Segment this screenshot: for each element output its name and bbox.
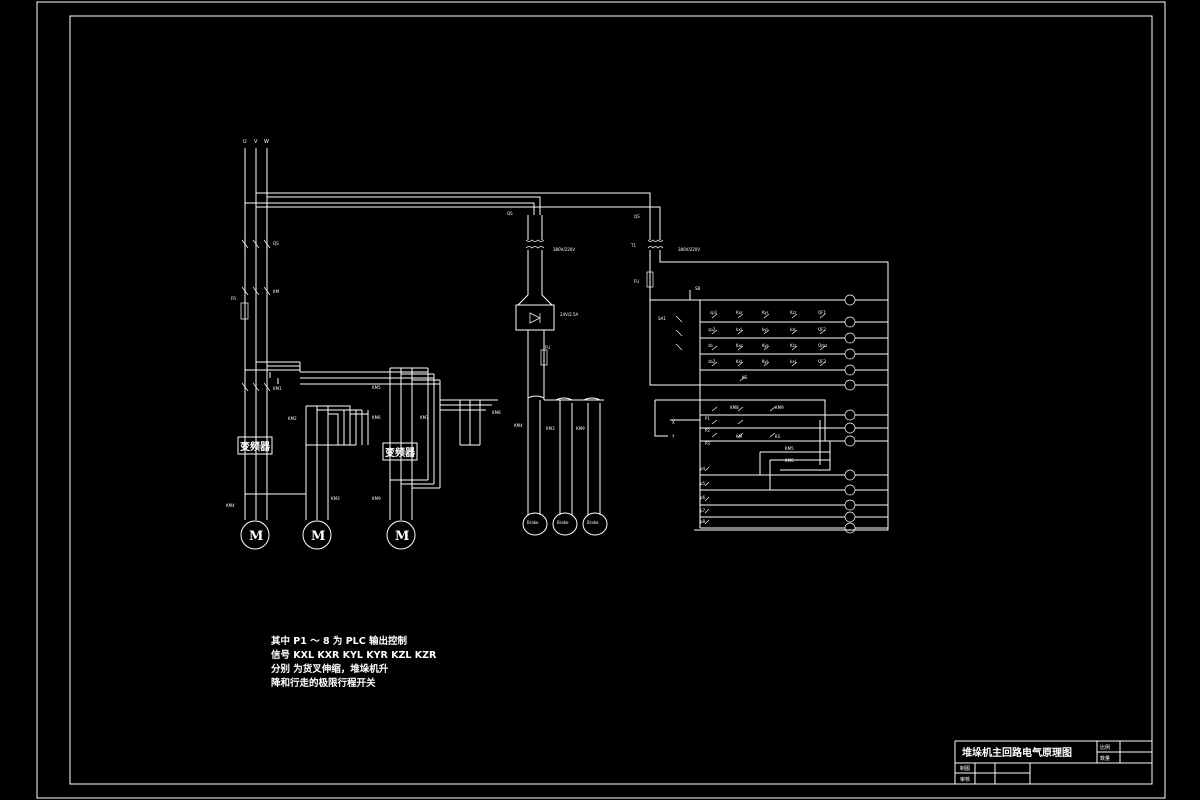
contactor-km5-label: KM5: [372, 385, 381, 390]
transformer-t1-primary: [527, 215, 543, 240]
svg-text:M: M: [249, 529, 263, 544]
brake-coil-1: Brake: [522, 512, 548, 536]
motor-2: M: [302, 520, 332, 550]
transformer-t1-rating: 380V/220V: [553, 247, 575, 252]
title-block: 堆垛机主回路电气原理图 比例 数量 制图 审核: [954, 740, 1152, 784]
svg-text:M: M: [395, 529, 409, 544]
note-line-2: 信号 KXL KXR KYL KYR KZL KZR: [271, 649, 437, 661]
dc-bus: [527, 330, 545, 515]
main-power-circuit: U V W QS KM FR KM1 变频器 KM4 KM2 KM3 KM5: [226, 139, 661, 550]
svg-text:Brake: Brake: [527, 520, 539, 525]
motor-2-label: KM3: [331, 496, 340, 501]
inner-border: [69, 15, 1153, 785]
title-block-scale-label: 比例: [1100, 744, 1110, 751]
title-block-qty-label: 数量: [1100, 755, 1110, 762]
control-supply: [650, 290, 701, 528]
phase-bus-lines: [244, 148, 268, 508]
transformer-t2-label: T1: [630, 243, 636, 248]
coils: [844, 294, 856, 534]
title-block-drawn-label: 制图: [960, 765, 970, 772]
rung-lines: [700, 299, 888, 529]
supply-taps: [245, 192, 661, 215]
motor-3: M: [386, 520, 416, 550]
brake-coil-3: Brake: [582, 512, 608, 536]
control-sa-label: SB: [695, 286, 701, 291]
rectifier-feed: [517, 250, 553, 306]
brake-km3-label: KM9: [576, 426, 585, 431]
phase-label-u: U: [243, 139, 247, 145]
control-bus: [649, 250, 889, 531]
svg-text:Brake: Brake: [587, 520, 599, 525]
rectifier-bridge: [515, 304, 555, 331]
rectifier-rating: 24V/2.5A: [560, 312, 579, 317]
transformer-t2-coils: [647, 239, 664, 249]
interlock-ladder: [654, 399, 831, 490]
control-selector: [675, 315, 683, 351]
inverter-1: [237, 436, 273, 455]
phase-label-w: W: [264, 139, 269, 145]
motor-3-label: KM9: [372, 496, 381, 501]
transformer-t2-primary: [649, 215, 661, 240]
notes-block: 其中 P1 ～ 8 为 PLC 输出控制 信号 KXL KXR KYL KYR …: [271, 635, 437, 689]
contact-km-label: KM: [273, 289, 280, 294]
rung-contacts: [704, 313, 826, 525]
contactor-km1-label: KM1: [273, 386, 282, 391]
rectifier-diode: [529, 312, 541, 324]
inverter-2: [382, 442, 418, 461]
fuse-fu: [540, 349, 548, 366]
control-fuse: [646, 271, 654, 288]
svg-text:M: M: [311, 529, 325, 544]
note-line-1: 其中 P1 ～ 8 为 PLC 输出控制: [271, 635, 408, 647]
contactor-km1: [241, 382, 271, 392]
breaker-qs: [241, 239, 271, 249]
note-line-3: 分别 为货叉伸缩，堆垛机升: [271, 663, 389, 675]
motor-2-branch: [305, 405, 369, 520]
note-line-4: 降和行走的极限行程开关: [271, 677, 376, 689]
drive-2-branch: [389, 367, 498, 520]
transformer-t1-coils: [525, 239, 545, 249]
fuse-fr: [240, 302, 249, 320]
brake-coil-2: Brake: [552, 512, 578, 536]
title-block-title: 堆垛机主回路电气原理图: [962, 746, 1072, 759]
brake-rectifier-circuit: QS 380V/220V 24V/2.5A FU KM4 KM3 KM9 Bra…: [507, 211, 608, 536]
contactor-km7-label: KM7: [420, 415, 429, 420]
control-qs-label: QS: [634, 214, 640, 219]
svg-text:Brake: Brake: [557, 520, 569, 525]
motor-1: M: [240, 520, 270, 550]
contactor-km6-label: KM6: [372, 415, 381, 420]
control-sa1-label: SA1: [658, 316, 666, 321]
inverter-1-label: 变频器: [240, 440, 271, 453]
title-block-checked-label: 审核: [960, 776, 970, 783]
brake-km2-label: KM3: [546, 426, 555, 431]
contact-km: [241, 286, 271, 296]
motor-1-label: KM4: [226, 503, 235, 508]
outer-border: [36, 1, 1166, 799]
motor-1-branch: [244, 454, 306, 520]
contactor-km2-label: KM2: [288, 416, 297, 421]
control-fuse-label: FU: [634, 279, 639, 284]
fuse-qs-label: QS: [507, 211, 513, 216]
phase-label-v: V: [254, 139, 258, 145]
breaker-qs-label: QS: [273, 241, 279, 246]
fuse-fu-label: FU: [545, 345, 550, 350]
transformer-t2-rating: 380V/220V: [678, 247, 700, 252]
inverter-2-label: 变频器: [385, 446, 416, 459]
drive-distribution: [245, 361, 440, 385]
brake-branches: [527, 395, 604, 515]
fuse-fr-label: FR: [231, 296, 236, 301]
contactor-km8-label: KM8: [492, 410, 501, 415]
brake-km-label: KM4: [514, 423, 523, 428]
